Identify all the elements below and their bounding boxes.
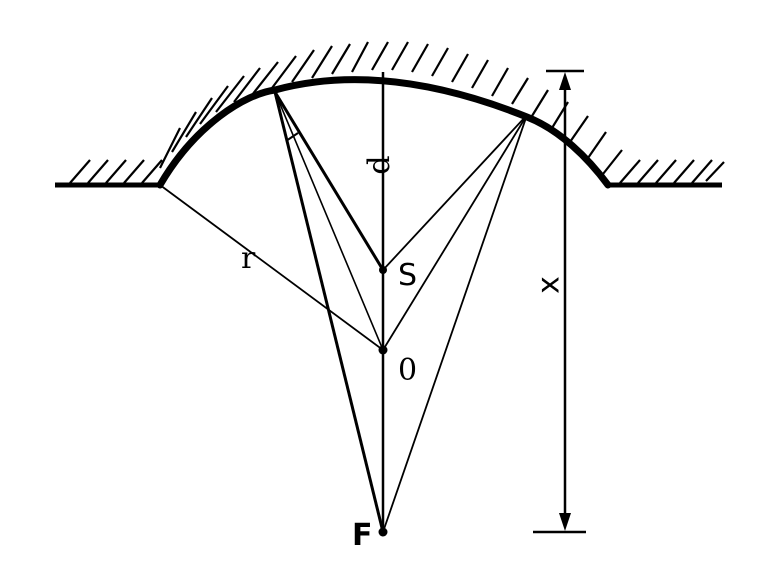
label-O: 0 <box>398 353 417 388</box>
curved-mirror-surface <box>156 76 612 189</box>
left-ray-to-S <box>273 91 385 271</box>
point-S <box>379 266 387 274</box>
right-ray-to-F <box>382 114 528 533</box>
label-F: F <box>352 518 373 553</box>
point-F <box>378 527 388 537</box>
right-ray-to-O <box>382 114 528 351</box>
label-S: S <box>398 258 417 293</box>
left-ground-hatching <box>69 159 163 184</box>
mirror-hatching <box>159 41 623 175</box>
label-x: x <box>532 276 567 294</box>
angle-marker <box>285 132 299 142</box>
right-ray-to-S <box>382 114 528 271</box>
left-ray-to-O <box>274 91 384 351</box>
label-r: r <box>241 241 256 276</box>
dimension-x <box>533 69 586 534</box>
point-O <box>378 345 388 355</box>
left-ray-to-F <box>273 91 385 533</box>
dimension-x-top-arrow <box>559 72 571 90</box>
radius-line <box>159 184 384 351</box>
left-ray-lines <box>273 91 385 533</box>
right-ray-lines <box>382 114 528 533</box>
right-ground-hatching <box>619 159 725 184</box>
label-d: d <box>362 155 397 174</box>
dimension-x-bottom-arrow <box>559 513 571 531</box>
